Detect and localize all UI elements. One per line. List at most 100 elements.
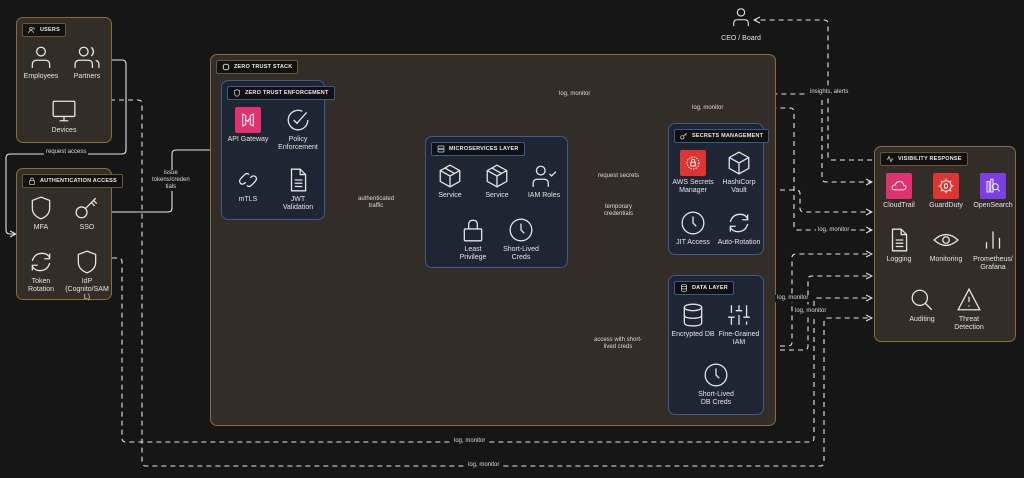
node-idp[interactable]: IdP (Cognito/SAM L) (57, 249, 117, 302)
node-threat-detection[interactable]: Threat Detection (939, 287, 999, 332)
box-icon (439, 164, 461, 188)
opensearch-icon (980, 173, 1006, 199)
edge-label-issue-tokens: issue tokens/creden tials (150, 170, 192, 191)
auth-title: AUTHENTICATION ACCESS (22, 174, 123, 188)
eye-icon (933, 233, 959, 247)
node-api-gateway[interactable]: API Gateway (218, 107, 278, 144)
node-token-rotation[interactable]: Token Rotation (11, 249, 71, 294)
guardduty-icon (933, 173, 959, 199)
refresh-icon (31, 252, 51, 272)
clock-icon (509, 218, 533, 242)
edge-label-log-monitor-6: log, monitor (452, 438, 488, 445)
edge-label-insights: insights, alerts (808, 89, 851, 96)
search-icon (911, 289, 933, 311)
server-icon (437, 145, 445, 153)
user-icon (31, 46, 51, 68)
node-fine-grained-iam[interactable]: Fine-Grained IAM (709, 302, 769, 347)
document-icon (290, 168, 307, 192)
node-iam-roles[interactable]: IAM Roles (514, 163, 574, 200)
node-short-lived-creds[interactable]: Short-Lived Creds (491, 217, 551, 262)
node-monitoring[interactable]: Monitoring (916, 227, 976, 264)
microservices-group: MICROSERVICES LAYER Service Service IAM … (425, 136, 568, 268)
node-short-lived-db-creds[interactable]: Short-Lived DB Creds (686, 362, 746, 407)
node-encrypted-db[interactable]: Encrypted DB (663, 302, 723, 339)
edge-label-log-monitor-1: log, monitor (557, 91, 593, 98)
edge-label-access-short: access with short- lived creds (592, 337, 645, 351)
key-icon (75, 197, 98, 219)
node-least-privilege[interactable]: Least Privilege (443, 217, 503, 262)
database-icon (681, 284, 687, 292)
edge-vault-log (762, 189, 872, 212)
visibility-title: VISIBILITY RESPONSE (880, 152, 968, 166)
lock-icon (29, 177, 35, 185)
box-icon (486, 164, 508, 188)
key-icon (680, 132, 687, 140)
ceo-label: CEO / Board (721, 35, 761, 42)
node-cloudtrail[interactable]: CloudTrail (869, 173, 929, 210)
node-sso[interactable]: SSO (57, 195, 117, 232)
activity-icon (886, 155, 894, 163)
users-group: USERS Employees Partners Devices (16, 17, 112, 143)
node-policy-enforcement[interactable]: Policy Enforcement (268, 107, 328, 152)
users-title: USERS (22, 23, 66, 37)
node-guardduty[interactable]: GuardDuty (916, 173, 976, 210)
api-gateway-icon (235, 107, 261, 133)
secrets-group: SECRETS MANAGEMENT AWS Secrets Manager H… (668, 123, 770, 255)
auth-group: AUTHENTICATION ACCESS MFA SSO Token Rota… (16, 168, 123, 301)
secrets-manager-icon (680, 150, 706, 176)
edge-label-log-monitor-3: log, monitor (816, 227, 852, 234)
shield-icon (77, 250, 97, 274)
node-service-1[interactable]: Service (420, 163, 480, 200)
node-devices[interactable]: Devices (34, 98, 94, 135)
edge-label-temporary-creds: temporary credentials (602, 204, 636, 218)
node-auditing[interactable]: Auditing (892, 287, 952, 324)
shield-icon (31, 196, 51, 220)
check-circle-icon (287, 109, 309, 131)
edge-label-log-monitor-2: log, monitor (690, 105, 726, 112)
edge-label-log-monitor-7: log, monitor (466, 462, 502, 469)
lock-icon (463, 219, 483, 242)
monitor-icon (52, 100, 76, 122)
users-icon (28, 27, 35, 34)
node-jwt-validation[interactable]: JWT Validation (268, 167, 328, 212)
microservices-title: MICROSERVICES LAYER (431, 142, 525, 156)
shield-icon (234, 89, 240, 97)
data-layer-group: DATA LAYER Encrypted DB Fine-Grained IAM… (668, 275, 764, 415)
refresh-icon (729, 213, 749, 233)
node-prometheus-grafana[interactable]: Prometheus/ Grafana (963, 227, 1023, 272)
database-icon (683, 303, 703, 327)
node-hashicorp-vault[interactable]: HashiCorp Vault (709, 150, 769, 195)
node-aws-secrets-manager[interactable]: AWS Secrets Manager (663, 150, 723, 195)
cloudtrail-icon (886, 173, 912, 199)
bar-chart-icon (985, 231, 1001, 249)
node-mfa[interactable]: MFA (11, 195, 71, 232)
node-opensearch[interactable]: OpenSearch (963, 173, 1023, 210)
data-layer-title: DATA LAYER (674, 281, 734, 295)
enforcement-title: ZERO TRUST ENFORCEMENT (227, 86, 335, 100)
user-icon (733, 8, 749, 27)
node-logging[interactable]: Logging (869, 227, 929, 264)
node-auto-rotation[interactable]: Auto-Rotation (709, 210, 769, 247)
clock-icon (704, 363, 728, 387)
node-employees[interactable]: Employees (11, 44, 71, 81)
edge-label-log-monitor-4: log, monitor (775, 295, 811, 302)
edge-label-request-secrets: request secrets (596, 173, 642, 180)
users-icon (74, 46, 100, 68)
secrets-title: SECRETS MANAGEMENT (674, 129, 770, 143)
edge-label-log-monitor-5: log, monitor (793, 308, 829, 315)
edge-label-authenticated: authenticated traffic (356, 196, 397, 210)
node-jit-access[interactable]: JIT Access (663, 210, 723, 247)
node-partners[interactable]: Partners (57, 44, 117, 81)
edge-label-request-access: request access (44, 149, 89, 156)
clock-icon (681, 211, 705, 235)
link-icon (238, 172, 258, 188)
stack-title: ZERO TRUST STACK (216, 60, 299, 74)
node-service-2[interactable]: Service (467, 163, 527, 200)
box-icon (728, 151, 750, 175)
enforcement-group: ZERO TRUST ENFORCEMENT API Gateway Polic… (218, 80, 335, 220)
user-check-icon (532, 165, 557, 187)
node-mtls[interactable]: mTLS (218, 167, 278, 204)
ceo-board-node[interactable]: CEO / Board (716, 6, 766, 42)
sliders-icon (728, 305, 750, 325)
visibility-group: VISIBILITY RESPONSE CloudTrail GuardDuty… (874, 146, 1016, 342)
